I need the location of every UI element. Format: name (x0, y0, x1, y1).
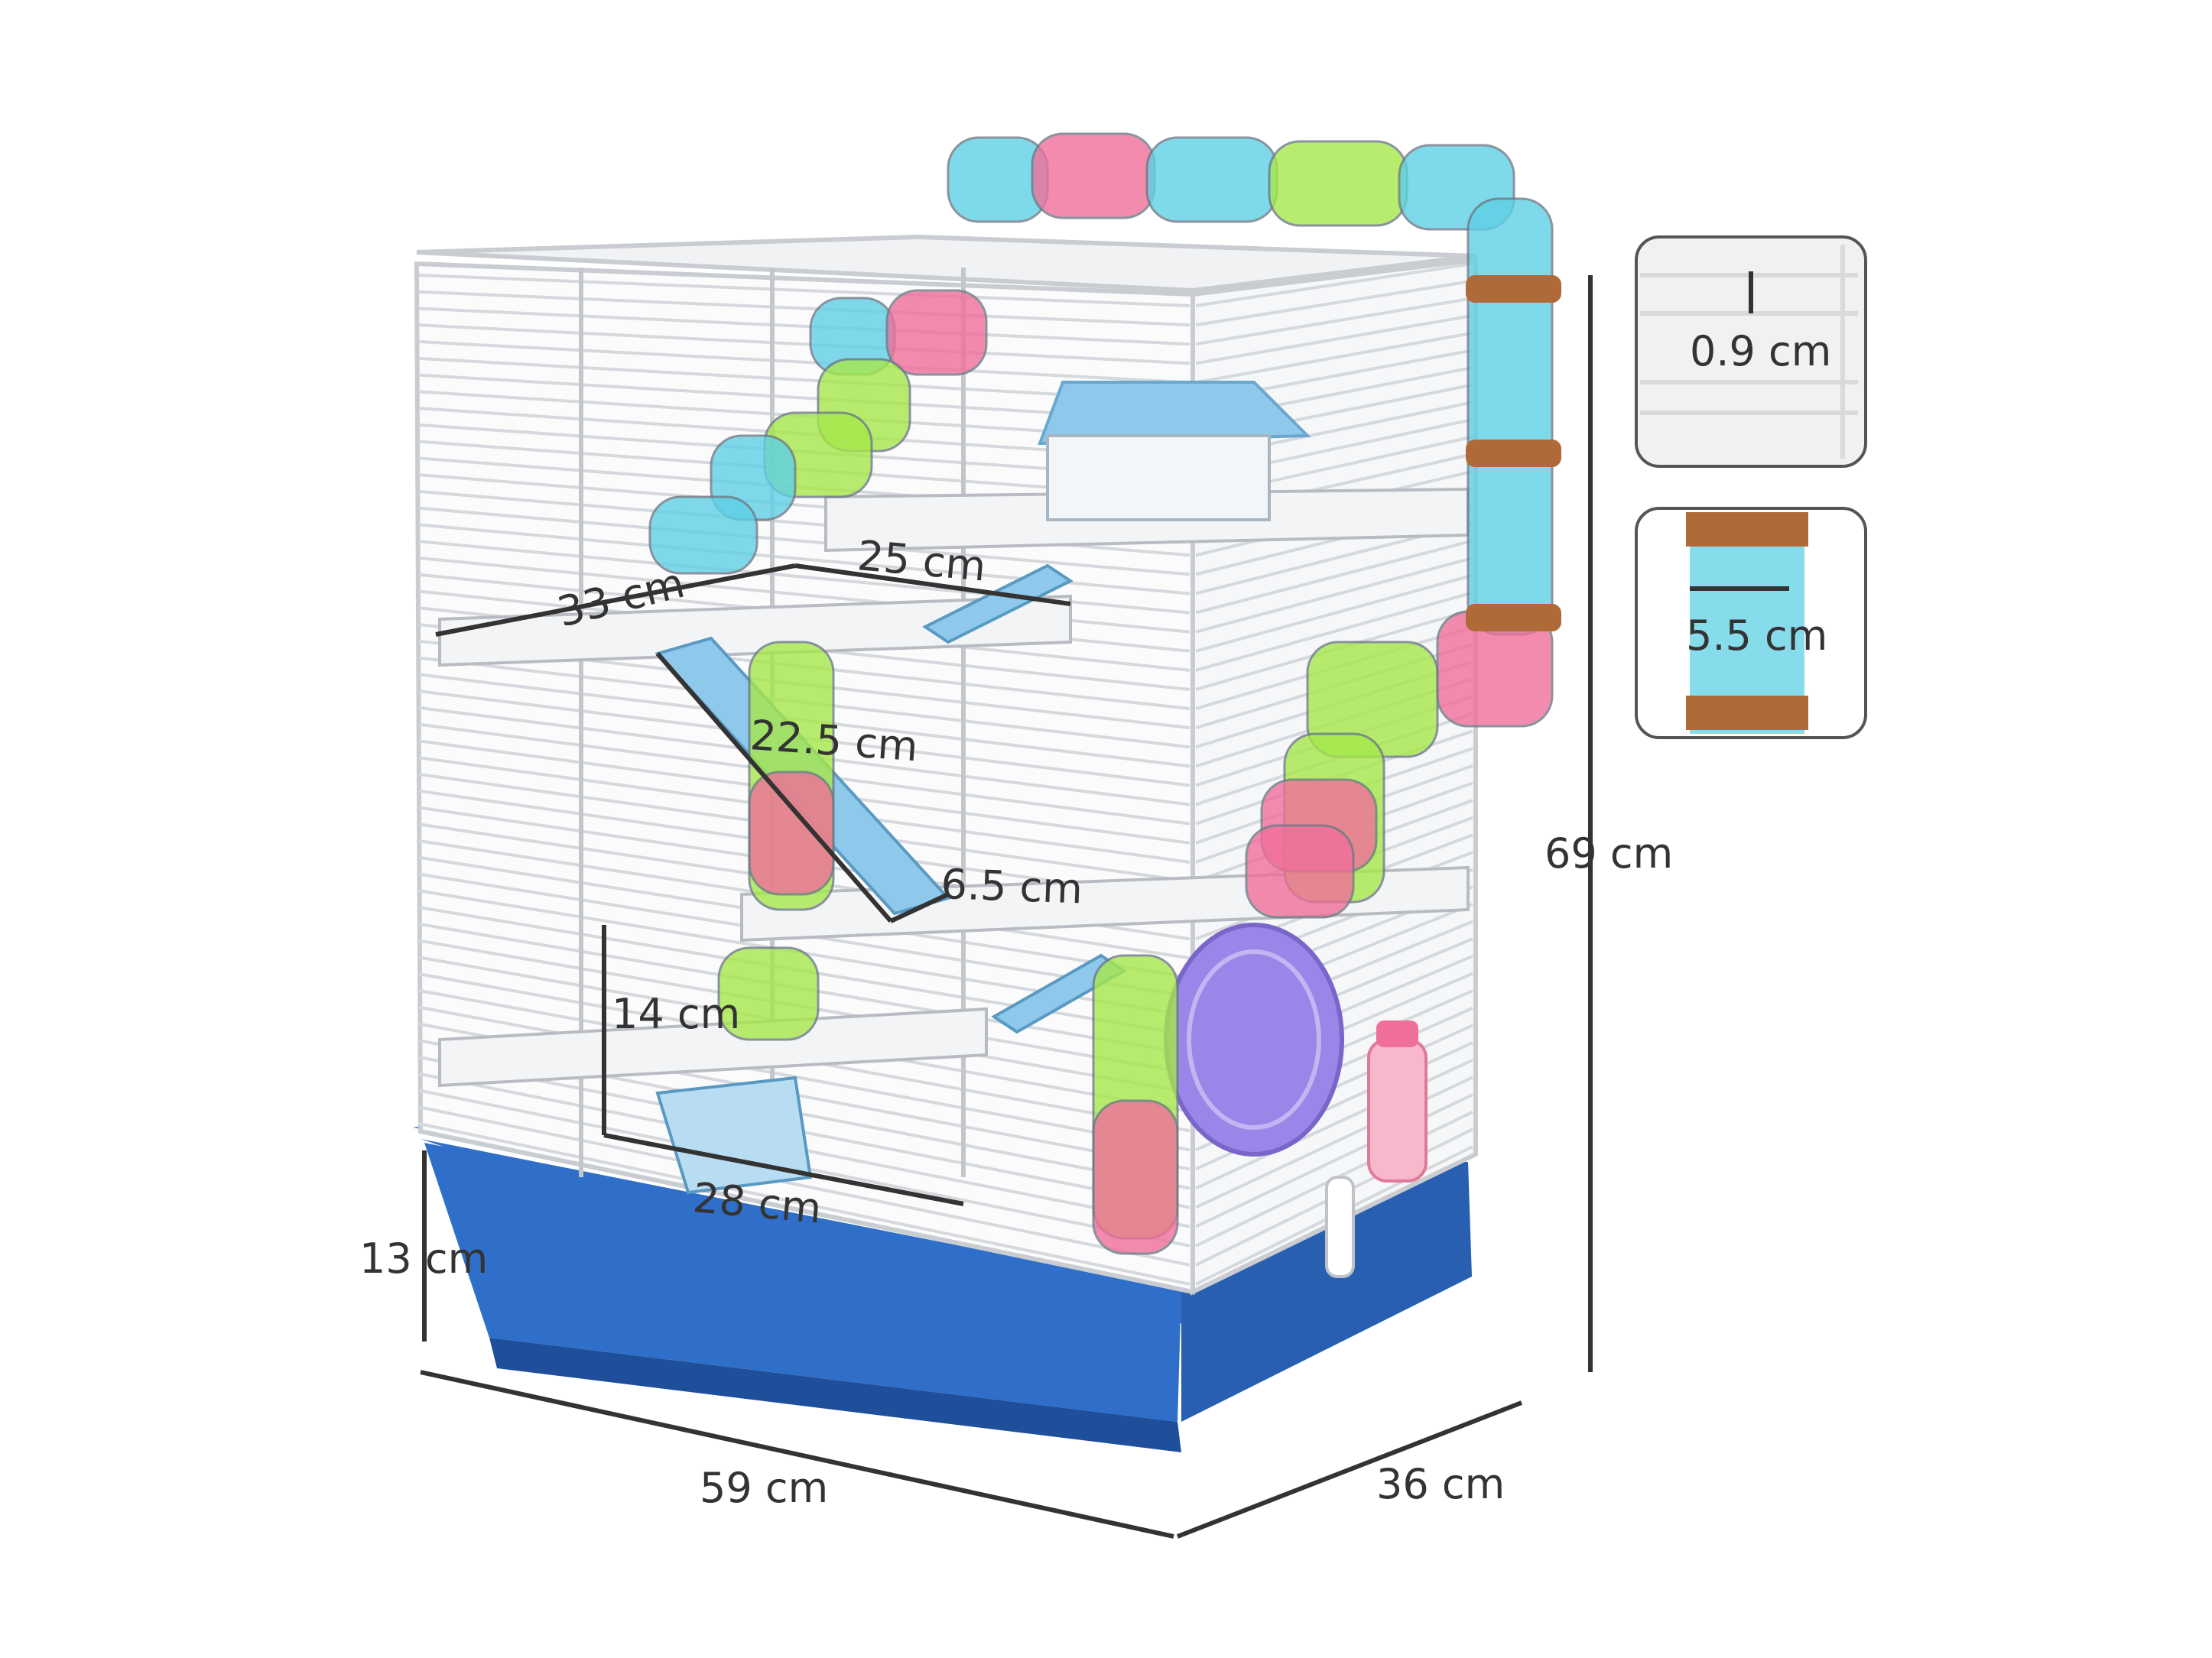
line-inner-width (603, 1133, 964, 1206)
tube-segment (1145, 136, 1278, 223)
line-total-width (420, 1370, 1174, 1539)
line-ramp-length (655, 652, 893, 923)
wheel-disc (1164, 923, 1344, 1157)
line-top-width (435, 563, 796, 637)
inset-box-1 (1635, 235, 1867, 468)
wire-bar (418, 1122, 1190, 1286)
inset-2-ring-bottom (1686, 696, 1808, 730)
wire-bar (418, 1105, 1190, 1267)
wire-bar (418, 307, 1190, 346)
inset-bar-spacing: 0.9 cm (1635, 235, 1867, 468)
bottle-body (1367, 1038, 1428, 1183)
wire-bar (418, 1005, 1190, 1152)
dim-ramp-width: 6.5 cm (940, 860, 1083, 913)
dim-bar-spacing: 0.9 cm (1690, 327, 1831, 375)
bottle-cap (1376, 1020, 1418, 1047)
water-bottle (1367, 1020, 1428, 1183)
dim-total-width: 59 cm (700, 1464, 828, 1512)
dim-tube-diameter: 5.5 cm (1686, 612, 1827, 660)
wire-bar (418, 274, 1190, 307)
base-shadow (489, 1338, 1181, 1452)
wire-bar (1195, 297, 1473, 346)
dim-top-depth: 25 cm (856, 531, 988, 590)
line-ramp-width (889, 892, 950, 923)
dim-total-height: 69 cm (1545, 829, 1673, 878)
wire-bar (1195, 279, 1473, 327)
tube-ring (1466, 604, 1561, 631)
ramp-lower (655, 1076, 813, 1195)
tube-segment (648, 495, 758, 575)
line-top-depth (794, 563, 1071, 606)
wire-bar (1195, 556, 1473, 634)
tube-segment (748, 771, 835, 896)
tube-segment (1092, 1099, 1179, 1255)
tube-system (648, 132, 1561, 1255)
wire-bar (1195, 539, 1473, 615)
inset-tube-diameter: 5.5 cm (1635, 507, 1867, 739)
dim-level-height: 14 cm (612, 990, 740, 1038)
tube-segment (1031, 132, 1156, 219)
tube-segment (1245, 824, 1355, 919)
wire-bar (418, 506, 1190, 576)
dim-ramp-length: 22.5 cm (749, 711, 920, 771)
dim-base-height: 13 cm (359, 1235, 488, 1283)
house-body (1046, 434, 1271, 521)
house-roof (1038, 381, 1311, 446)
wheel-rim (1187, 949, 1321, 1130)
latch (1325, 1176, 1355, 1278)
wire-bar (1195, 313, 1473, 365)
wire-bar (1195, 573, 1473, 653)
door-latch (1325, 1176, 1355, 1278)
dimension-lines (420, 275, 1593, 1539)
wire-bar (1195, 262, 1473, 307)
exercise-wheel (1164, 923, 1344, 1157)
dim-inner-width: 28 cm (691, 1173, 823, 1232)
tube-segment (885, 289, 988, 376)
tube-ring (1466, 275, 1561, 303)
tube-segment (1467, 197, 1554, 636)
base-body (424, 1143, 1181, 1422)
ramp-top (922, 563, 1074, 644)
wire-bar (418, 323, 1190, 365)
dimension-labels: 33 cm 25 cm 22.5 cm 6.5 cm 14 cm 28 cm 1… (359, 531, 1673, 1512)
wire-bar (418, 290, 1190, 327)
tube-ring (1466, 440, 1561, 467)
hideout-house (1038, 381, 1311, 521)
tube-segment (717, 946, 820, 1041)
line-total-depth (1176, 1400, 1523, 1539)
wire-bar (1195, 331, 1473, 384)
wire-bar (418, 340, 1190, 384)
tube-segment (1268, 140, 1408, 227)
wire-bar (1195, 591, 1473, 672)
inset-2-ring-top (1686, 512, 1808, 547)
dim-total-depth: 36 cm (1376, 1460, 1505, 1508)
platform-upper (438, 594, 1072, 667)
